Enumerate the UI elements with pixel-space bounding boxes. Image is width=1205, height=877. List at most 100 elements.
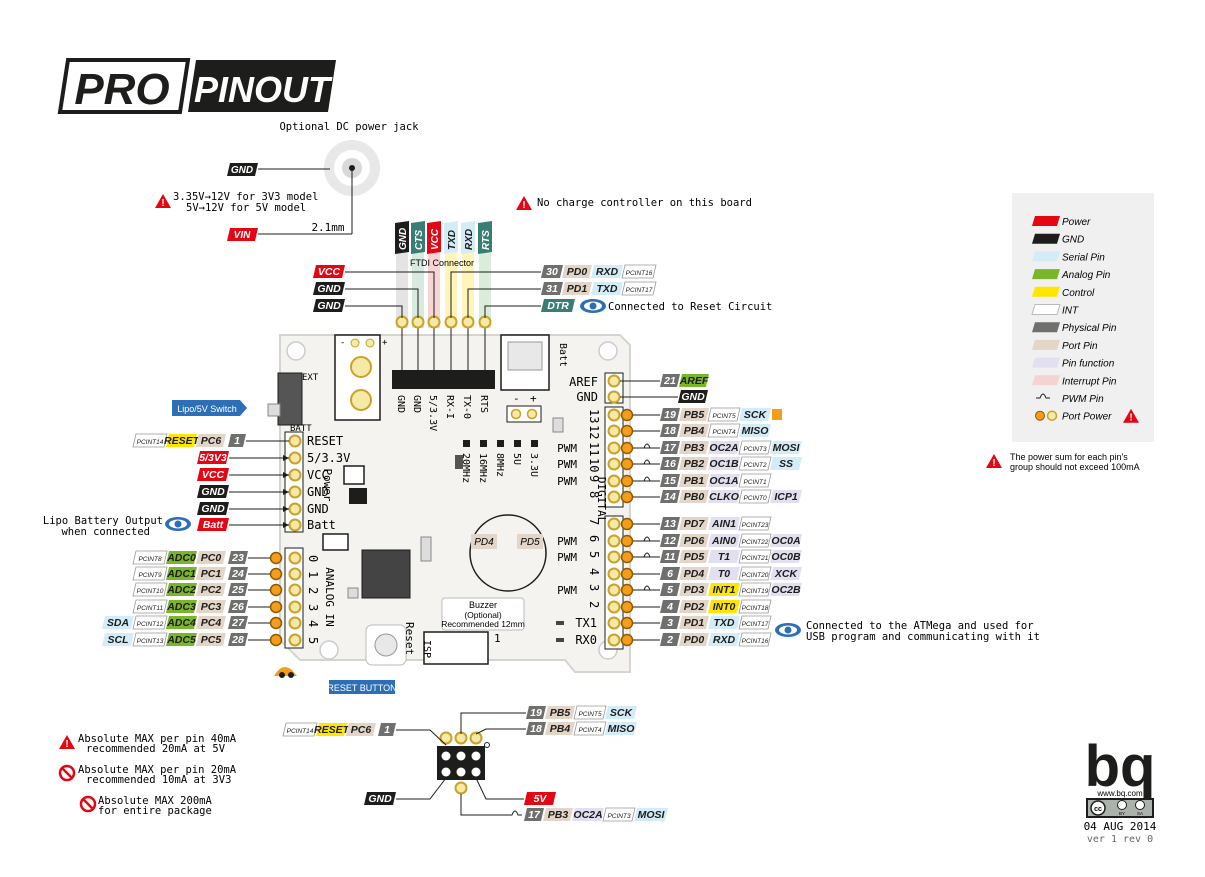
ftdi-txd-row-port-bg (562, 282, 592, 295)
jumper-label-0: 20MHz (460, 453, 471, 483)
ftdi-left-0: VCC (318, 266, 341, 278)
icsp-miso-line (475, 728, 526, 735)
power-header-label-1: 5/3.3V (307, 451, 350, 465)
no-entry-icon (58, 764, 76, 782)
ftdi-pin-cts: CTS (414, 230, 425, 250)
jack-size: 2.1mm (311, 221, 344, 234)
warning-icon (516, 196, 532, 211)
digital-port-3-bg (679, 457, 709, 470)
analog-num-3: 3 (306, 604, 320, 611)
icsp-pin-2 (471, 751, 481, 761)
power-ext-3-bg (197, 502, 229, 515)
buzzer-pd5: PD5 (520, 537, 540, 548)
digital-fn-4: OC1A (709, 475, 738, 487)
analog-num-2: 2 (306, 587, 320, 594)
icsp-mosi-fn-bg (572, 808, 604, 821)
digital-pin-label-2: 11 (587, 442, 601, 456)
digital-port-13: PD0 (684, 634, 705, 646)
power-ext-arrow-0 (283, 455, 289, 461)
digital-pin-label-10: 3 (587, 584, 601, 591)
analog-num-badge-5-bg (228, 633, 248, 646)
jack-warn-1: 3.35V→12V for 3V3 model (173, 191, 318, 203)
cc-by: BY (1119, 811, 1125, 816)
footer-date: 04 AUG 2014 (1084, 820, 1157, 833)
digital-int-5-bg (738, 489, 772, 504)
digital-extra-7-bg (770, 534, 802, 547)
brand-logo: bq (1085, 734, 1156, 799)
digital-num-4: 15 (664, 475, 676, 487)
digital-power-pin-0 (620, 408, 634, 422)
digital-num-2: 17 (664, 442, 677, 454)
digital-int-3: PCINT2 (743, 462, 767, 469)
power-reset-num-bg (228, 434, 246, 447)
ftdi-left-1-bg (313, 282, 345, 295)
icsp-reset-port: PC6 (351, 724, 372, 736)
cc-sa: SA (1137, 811, 1143, 816)
ftdi-pin-5 (478, 315, 492, 329)
icsp-sck-line (460, 712, 526, 734)
analog-extra-4-bg (102, 616, 134, 629)
usb-note-2: USB program and communicating with it (806, 631, 1040, 643)
digital-port-11-bg (679, 600, 709, 613)
digital-pin-label-9: 4 (587, 568, 601, 575)
jack-vin: VIN (234, 230, 251, 241)
jumper-label-1: 16MHz (477, 453, 488, 483)
pwm-wave-4 (640, 476, 654, 482)
digital-pin-1 (607, 424, 621, 438)
warning-icon (155, 194, 171, 209)
digital-power-pin-3 (620, 457, 634, 471)
lipo-note-1: Lipo Battery Output (43, 515, 163, 527)
icsp-miso-fn: MISO (608, 723, 635, 735)
jumper-label-3: 5U (511, 453, 522, 465)
digital-port-8: PD5 (684, 551, 705, 563)
legend-note-2: group should not exceed 100mA (1010, 462, 1140, 472)
ftdi-txd-row-fn-bg (591, 282, 623, 295)
digital-pin-8 (607, 550, 621, 564)
digital-fn-6-bg (708, 517, 740, 530)
icsp-pin-3 (441, 767, 451, 777)
icsp-mosi-port-bg (543, 808, 573, 821)
legend-pwm-wave (1036, 393, 1050, 399)
analog-adc-5-bg (166, 633, 197, 646)
jumper-label-2: 8MHz (494, 453, 505, 477)
digital-pin-5 (607, 490, 621, 504)
analog-power-pin-5 (269, 633, 283, 647)
analog-num-badge-3-bg (228, 600, 248, 613)
footer: bq www.bq.com cc BY SA 04 AUG 2014 ver 1… (1084, 734, 1157, 845)
analog-int-3-bg (132, 599, 168, 614)
icsp-5v-bg (524, 792, 556, 805)
warning-2a: Absolute MAX per pin 20mA (78, 764, 237, 776)
warning-icon (59, 735, 75, 750)
icsp-reset-line (396, 729, 447, 746)
icsp-reset-port-bg (346, 723, 376, 736)
power-header-pin-2 (288, 468, 302, 482)
digital-pin-0 (607, 408, 621, 422)
legend-swatch-8 (1032, 357, 1060, 368)
no-charge-note: No charge controller on this board (537, 197, 752, 209)
digital-pwm-2: PWM (557, 442, 577, 455)
analog-pin-2 (288, 583, 302, 597)
jumper-label-4: 3.3U (528, 453, 539, 477)
ftdi-glow-0 (396, 248, 408, 328)
analog-num-1: 1 (306, 571, 320, 578)
analog-port-2-bg (196, 583, 226, 596)
legend-swatch-2 (1032, 251, 1060, 262)
cc-label: cc (1094, 806, 1102, 813)
analog-num-badge-4: 27 (231, 617, 245, 629)
digital-extra-10-bg (770, 583, 802, 596)
digital-pin-label-6: 7 (587, 518, 601, 525)
ftdi-pin-tab-gnd (395, 221, 409, 254)
ftdi-label: FTDI Connector (410, 258, 474, 268)
digital-power-pin-13 (620, 633, 634, 647)
icsp-miso-num-bg (526, 722, 546, 735)
digital-pin-10 (607, 583, 621, 597)
digital-int-6: PCINT23 (742, 522, 769, 529)
ftdi-rxd-row-int: PCINT16 (626, 270, 653, 277)
digital-fn-6: AIN1 (711, 518, 736, 530)
ftdi-pin-tab-rxd (461, 221, 475, 254)
digital-num-5-bg (660, 490, 680, 503)
analog-adc-4-bg (166, 616, 197, 629)
ftdi-left-0-bg (313, 265, 345, 278)
gnd-pin (607, 390, 621, 404)
